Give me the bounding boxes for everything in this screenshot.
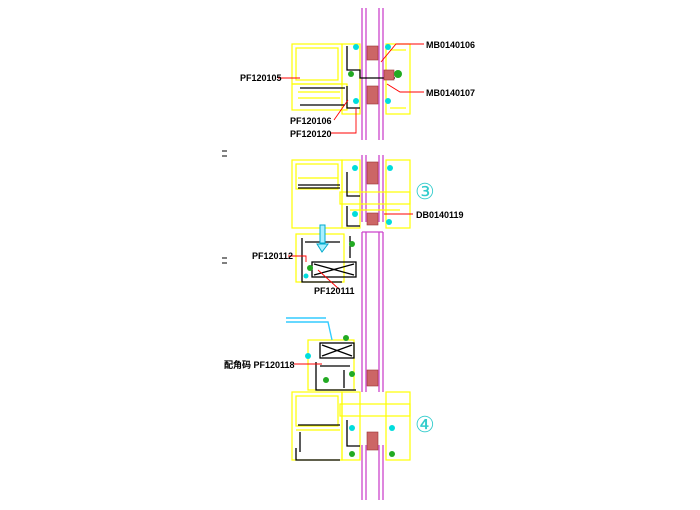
label-DB0140119: DB0140119	[416, 210, 464, 220]
margin-ticks	[222, 150, 227, 264]
annotation-labels: MB0140106 PF120105 MB0140107 PF120106 PF…	[224, 40, 475, 370]
gaskets-middle	[352, 165, 393, 225]
transom-bottom-black-profile	[295, 420, 360, 461]
label-PF120111: PF120111	[314, 286, 355, 296]
spacer-blocks-top	[366, 45, 395, 105]
vent-lower-profile	[315, 342, 356, 391]
gaskets-vent-upper	[303, 241, 355, 279]
glass-panel-bottom	[361, 445, 384, 500]
spacer-block-lower-vent	[366, 369, 379, 387]
spacer-blocks-bottom	[366, 431, 379, 451]
label-PF120105: PF120105	[240, 73, 282, 83]
label-PF120112: PF120112	[252, 251, 293, 261]
transom-middle	[291, 159, 411, 229]
transom-top-black-profile	[300, 46, 395, 109]
transom-middle-black-profile	[298, 172, 360, 227]
label-PF120120: PF120120	[290, 129, 332, 139]
leader-lines	[278, 43, 424, 365]
spacer-blocks-middle	[366, 161, 379, 226]
section-marker-3: ③	[415, 179, 435, 204]
swing-arrow	[286, 317, 333, 341]
gaskets-bottom	[349, 425, 395, 457]
label-hinge-callout: 配角码 PF120118	[224, 359, 295, 370]
gaskets-top	[348, 44, 402, 104]
label-MB0140106: MB0140106	[426, 40, 475, 50]
vent-frame-lower	[307, 339, 355, 391]
section-markers: ③ ④	[415, 179, 435, 437]
glass-panel-top	[361, 8, 384, 222]
section-marker-4: ④	[415, 412, 435, 437]
glass-panel-middle	[361, 231, 384, 392]
gaskets-vent-lower	[305, 335, 355, 383]
label-MB0140107: MB0140107	[426, 88, 475, 98]
label-PF120106: PF120106	[290, 116, 332, 126]
vent-sash-profile	[301, 236, 357, 283]
vent-hinge-handle	[316, 224, 329, 253]
